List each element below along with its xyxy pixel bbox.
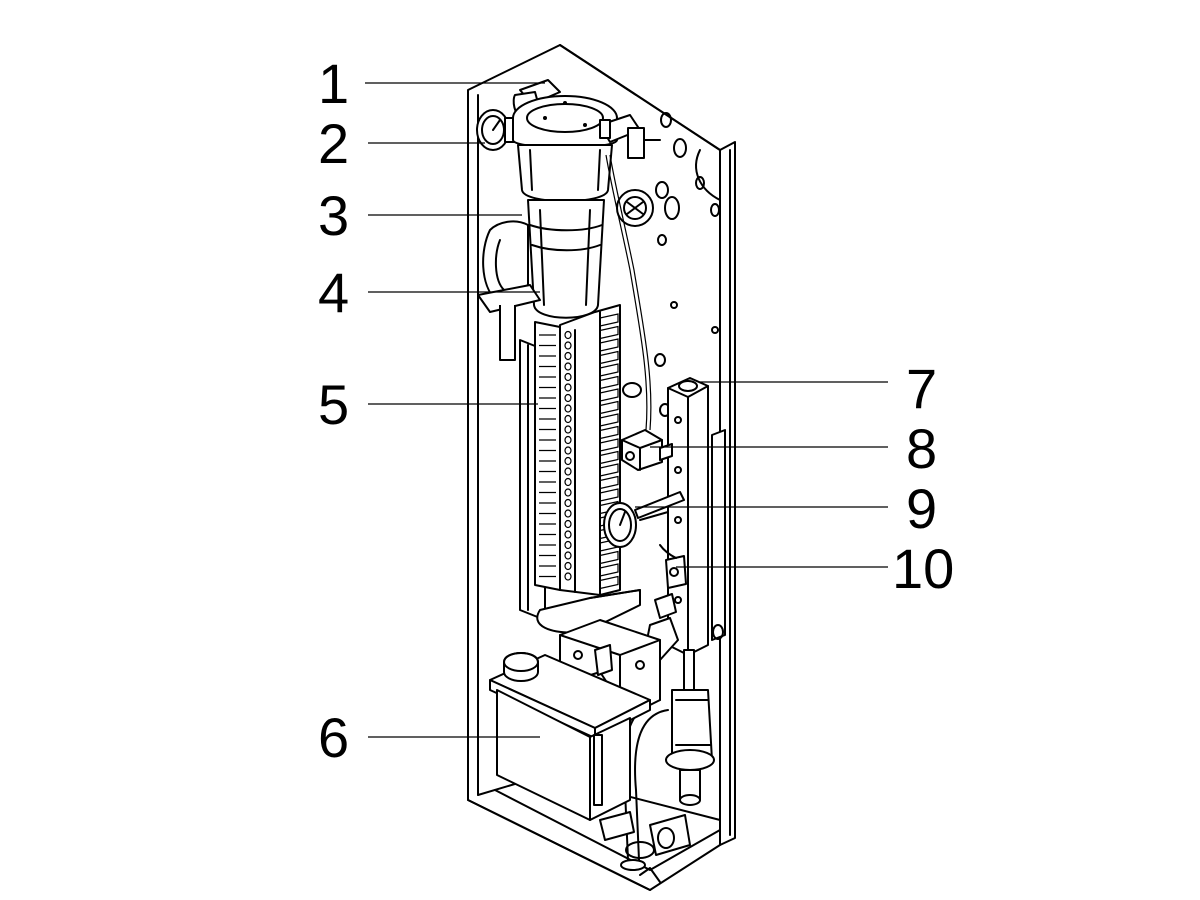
scale-port (564, 362, 572, 371)
callout-6: 6 (318, 706, 349, 769)
callout-5: 5 (318, 373, 349, 436)
callout-4: 4 (318, 261, 349, 324)
callout-3: 3 (318, 184, 349, 247)
scale-rib (599, 363, 619, 377)
scale-port (564, 393, 572, 403)
distribution-bar (667, 377, 726, 656)
scale-port (564, 561, 572, 571)
scale-rib (599, 563, 619, 577)
scale-port (564, 540, 572, 550)
scale-port (564, 404, 572, 413)
pressure-gauge (603, 491, 685, 548)
filter-assembly (512, 79, 661, 431)
scale-port (564, 341, 572, 350)
scale-port (564, 530, 572, 539)
scale-port (564, 446, 572, 455)
scale-rib (599, 575, 619, 590)
scale-port (564, 456, 572, 466)
mounting-bracket (477, 220, 541, 361)
scale-rib (599, 475, 619, 490)
scale-port (564, 488, 572, 497)
callout-1: 1 (318, 52, 349, 115)
solenoid-valve (621, 382, 673, 471)
scale-rib (599, 313, 619, 327)
callout-10: 10 (892, 537, 954, 600)
scale-port (564, 572, 572, 581)
callout-9: 9 (906, 477, 937, 540)
scale-rib (599, 463, 619, 477)
scale-port (564, 414, 572, 424)
level-scale-column (519, 304, 621, 621)
drip-tray (536, 589, 641, 634)
scale-rib (599, 400, 619, 415)
scale-port (564, 351, 572, 361)
scale-rib (599, 438, 619, 452)
scale-port (564, 477, 572, 487)
scale-port (564, 435, 572, 445)
drain-pipe-assembly (599, 649, 715, 871)
scale-rib (599, 338, 619, 352)
scale-port (564, 519, 572, 529)
reservoir-tank (489, 652, 651, 821)
scale-rib (599, 488, 619, 502)
scale-port (564, 551, 572, 560)
scale-port (564, 498, 572, 508)
scale-port (564, 467, 572, 476)
scale-port (564, 330, 572, 340)
scale-rib (599, 550, 619, 565)
callout-2: 2 (318, 112, 349, 175)
scale-port (564, 509, 572, 518)
mounting-holes (654, 112, 721, 417)
scale-label-marks (539, 330, 572, 581)
callout-labels: 1 2 3 4 5 6 7 8 9 10 (318, 52, 954, 769)
scale-rib (599, 388, 619, 402)
scale-rib (599, 375, 619, 390)
leader-lines (365, 82, 888, 738)
scale-port (564, 372, 572, 382)
callout-7: 7 (906, 357, 937, 420)
scale-port (564, 383, 572, 392)
scale-rib (599, 413, 619, 427)
callout-8: 8 (906, 417, 937, 480)
scale-rib (599, 450, 619, 465)
scale-rib (599, 350, 619, 365)
pressure-port-fitting (616, 189, 654, 227)
scale-port (564, 425, 572, 434)
scale-rib (599, 425, 619, 440)
scale-rib (599, 325, 619, 340)
